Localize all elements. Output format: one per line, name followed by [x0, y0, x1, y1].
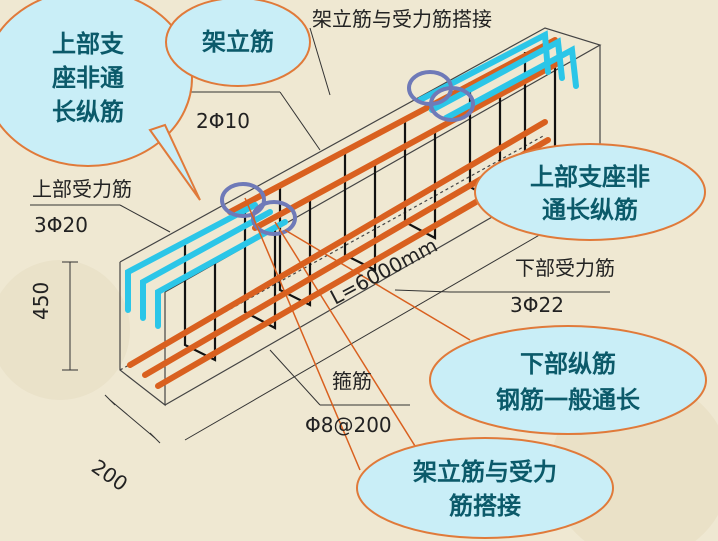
- bottom-bar-label: 下部受力筋: [515, 256, 615, 280]
- callout-bottom-long: 下部纵筋 钢筋一般通长: [429, 325, 707, 435]
- support-bar: [155, 219, 288, 329]
- support-bar: [429, 37, 565, 113]
- cyan-rebars: [125, 30, 579, 329]
- callout-text: 钢筋一般通长: [496, 386, 641, 414]
- top-bar-count: 3Φ20: [34, 213, 88, 237]
- callout-text: 架立筋与受力: [413, 458, 557, 486]
- callout-text: 通长纵筋: [542, 196, 638, 224]
- bottom-bar: [127, 119, 548, 368]
- bottom-bar-count: 3Φ22: [510, 293, 564, 317]
- bg-ornament: [0, 260, 130, 400]
- support-bar: [140, 209, 273, 321]
- callout-erect: 架立筋: [165, 0, 311, 87]
- callout-text: 筋搭接: [448, 492, 521, 520]
- stirrup: [183, 245, 217, 362]
- callout-text: 座非通: [52, 64, 124, 92]
- callout-top-right: 上部支座非 通长纵筋: [474, 143, 706, 241]
- callout-splice: 架立筋与受力 筋搭接: [356, 437, 614, 539]
- erect-count: 2Φ10: [196, 109, 250, 133]
- splice-markers: [220, 70, 475, 236]
- stirrup: [278, 185, 312, 307]
- callout-top-left: 上部支 座非通 长纵筋: [0, 0, 201, 201]
- splice-circle: [429, 86, 475, 122]
- support-bar: [443, 45, 579, 121]
- erect-bar: [227, 37, 558, 215]
- callout-text: 长纵筋: [52, 98, 124, 126]
- height-dim: 450: [29, 282, 53, 320]
- top-bar-label: 上部受力筋: [32, 177, 132, 201]
- erect-splice-label: 架立筋与受力筋搭接: [312, 7, 492, 31]
- callout-pointers: [244, 197, 471, 471]
- stirrup: [343, 150, 377, 272]
- splice-circle: [220, 182, 266, 218]
- callout-text: 架立筋: [202, 28, 274, 56]
- callout-text: 下部纵筋: [520, 350, 616, 378]
- callout-text: 上部支座非: [530, 163, 650, 191]
- support-bar: [125, 202, 258, 313]
- stirrup-label: 箍筋: [332, 369, 372, 393]
- erect-bar: [252, 59, 563, 231]
- stirrup-spec: Φ8@200: [305, 413, 392, 437]
- callout-text: 上部支: [52, 30, 125, 58]
- leader-lines: [30, 27, 610, 444]
- support-bar: [417, 30, 551, 103]
